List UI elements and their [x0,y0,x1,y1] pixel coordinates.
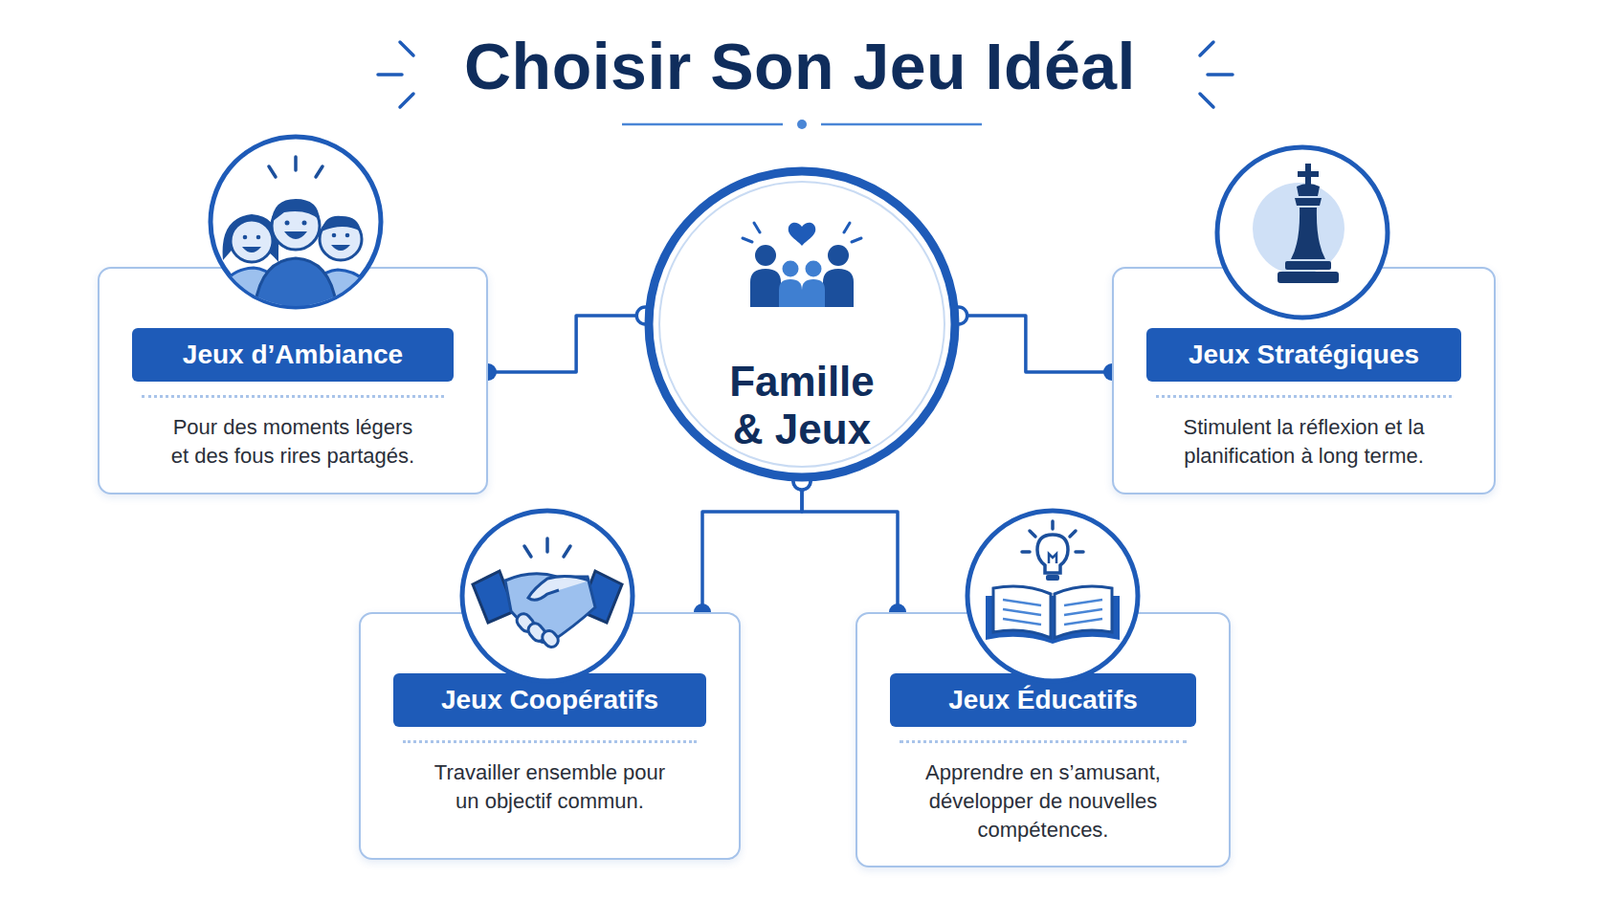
category-heading: Jeux Stratégiques [1146,328,1462,382]
connector-group [793,472,907,622]
connector [488,315,645,373]
category-description: Pour des moments légers et des fous rire… [163,413,423,471]
handshake-icon [451,500,644,692]
diagram-title: Choisir Son Jeu Idéal [0,28,1600,104]
dotted-divider [899,740,1187,744]
dotted-divider [141,395,445,399]
connector [801,481,898,613]
dotted-divider [402,740,697,744]
connector-group [950,307,1121,381]
hub-inner-ring [659,181,945,467]
chess-king-icon [1206,136,1399,329]
family-icon [725,205,879,312]
laughing-people-icon [200,126,392,318]
connector-group [693,472,811,622]
hub-label: Famille & Jeux [715,357,889,454]
connector [958,315,1112,373]
category-description: Stimulent la réflexion et la planificati… [1160,413,1448,471]
category-description: Apprendre en s’amusant, développer de no… [899,758,1187,845]
category-heading: Jeux d’Ambiance [132,328,454,382]
book-lightbulb-icon [956,500,1149,692]
hub-circle: Famille & Jeux [644,166,960,483]
category-description: Travailler ensemble pour un objectif com… [421,758,680,817]
dotted-divider [1155,395,1452,399]
connector [702,481,802,613]
connector-group [479,307,654,381]
hub-outline [648,171,956,478]
